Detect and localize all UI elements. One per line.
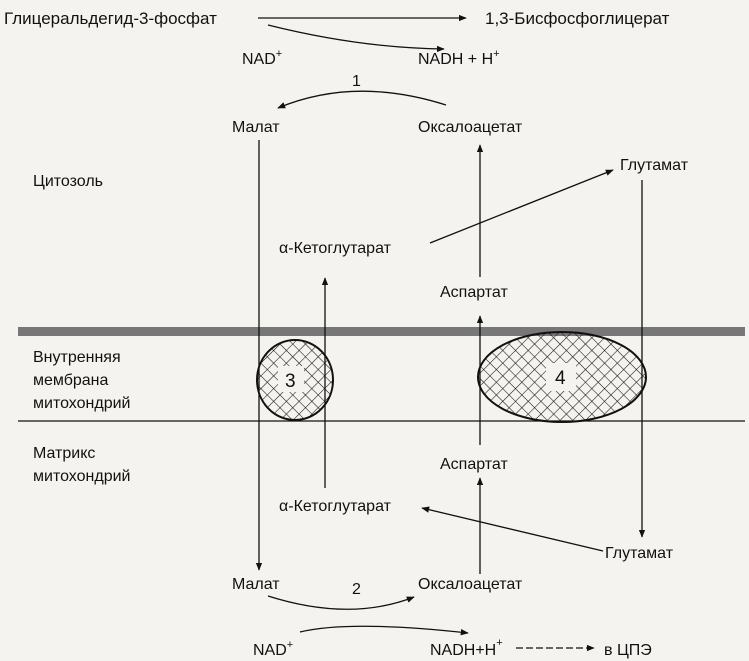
label-nad-top-sup: + <box>276 48 282 60</box>
arrow-akg-to-glutamate-top <box>429 169 614 244</box>
label-1-3-bisphosphoglycerate: 1,3-Бисфосфоглицерат <box>485 9 670 28</box>
label-nad-bottom: NAD+ <box>253 639 293 659</box>
label-carrier-3: 3 <box>285 371 296 392</box>
label-nadh-bottom-text: NADH+H <box>430 642 496 659</box>
arrow-nad-to-nadh-top <box>267 24 445 53</box>
carrier-4-label-bg <box>546 363 576 391</box>
label-alpha-ketoglutarate-top: α-Кетоглутарат <box>279 240 392 257</box>
label-alpha-ketoglutarate-bottom: α-Кетоглутарат <box>279 498 392 515</box>
label-to-etc: в ЦПЭ <box>604 642 652 659</box>
label-enzyme-1: 1 <box>352 73 361 90</box>
label-malate-top: Малат <box>232 119 280 136</box>
arrow-malate-to-oaa-bottom <box>267 595 415 610</box>
label-nad-top: NAD+ <box>242 48 282 68</box>
label-oxaloacetate-bottom: Оксалоацетат <box>418 576 523 593</box>
label-nad-top-text: NAD <box>242 51 276 68</box>
label-glutamate-bottom: Глутамат <box>605 545 674 562</box>
label-nadh-top-sup: + <box>493 48 499 60</box>
label-carrier-4: 4 <box>555 368 566 389</box>
label-aspartate-top: Аспартат <box>440 284 508 301</box>
label-nadh-top-text: NADH + H <box>418 51 493 68</box>
label-nadh-bottom-sup: + <box>496 637 502 649</box>
carrier-3-label-bg <box>278 366 304 392</box>
arrow-nad-to-nadh-bottom <box>299 625 469 636</box>
label-enzyme-2: 2 <box>352 581 361 598</box>
label-cytosol: Цитозоль <box>33 173 103 190</box>
label-malate-bottom: Малат <box>232 576 280 593</box>
label-glyceraldehyde-3-phosphate: Глицеральдегид-3-фосфат <box>4 9 217 28</box>
label-membrane-line-1: Внутренняя <box>33 349 121 366</box>
label-matrix-line-1: Матрикс <box>33 445 95 462</box>
label-nad-bottom-text: NAD <box>253 642 287 659</box>
arrow-oaa-to-malate-top <box>277 90 447 109</box>
label-oxaloacetate-top: Оксалоацетат <box>418 119 523 136</box>
label-membrane-line-2: мембрана <box>33 372 109 389</box>
label-nadh-top: NADH + H+ <box>418 48 500 68</box>
label-nadh-bottom: NADH+H+ <box>430 637 503 659</box>
inner-membrane-band <box>18 327 745 336</box>
arrow-glutamate-to-akg-bottom <box>421 506 604 552</box>
label-matrix-line-2: митохондрий <box>33 468 130 485</box>
label-aspartate-bottom: Аспартат <box>440 456 508 473</box>
label-nad-bottom-sup: + <box>287 639 293 651</box>
label-glutamate-top: Глутамат <box>620 157 689 174</box>
label-membrane-line-3: митохондрий <box>33 395 130 412</box>
